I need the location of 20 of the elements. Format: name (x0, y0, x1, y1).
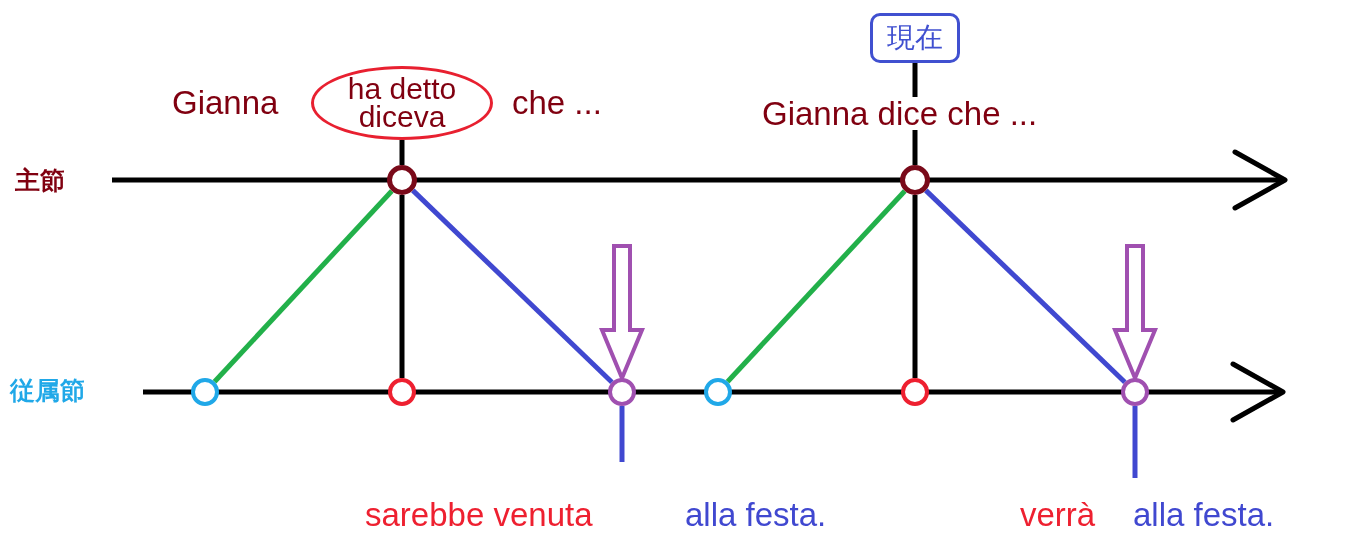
timeline-point (704, 378, 732, 406)
connector-line (212, 189, 394, 384)
timeline-point (1121, 378, 1149, 406)
connector-line (912, 195, 918, 378)
verb-text: ha detto diceva (346, 74, 458, 132)
timeline-point (900, 165, 930, 195)
clause-label: 従属節 (8, 378, 87, 403)
timeline-point (388, 378, 416, 406)
time-label: 現在 (887, 24, 943, 52)
timeline-point (901, 378, 929, 406)
connector-line (924, 188, 1127, 385)
timeline-point (191, 378, 219, 406)
connector-line (411, 188, 614, 385)
clause-label: 主節 (13, 168, 67, 193)
connector-line (725, 189, 907, 384)
connector-line (399, 140, 405, 165)
timeline-point (608, 378, 636, 406)
connector-line (399, 195, 405, 378)
timeline-point (387, 165, 417, 195)
now-tag (870, 13, 960, 63)
